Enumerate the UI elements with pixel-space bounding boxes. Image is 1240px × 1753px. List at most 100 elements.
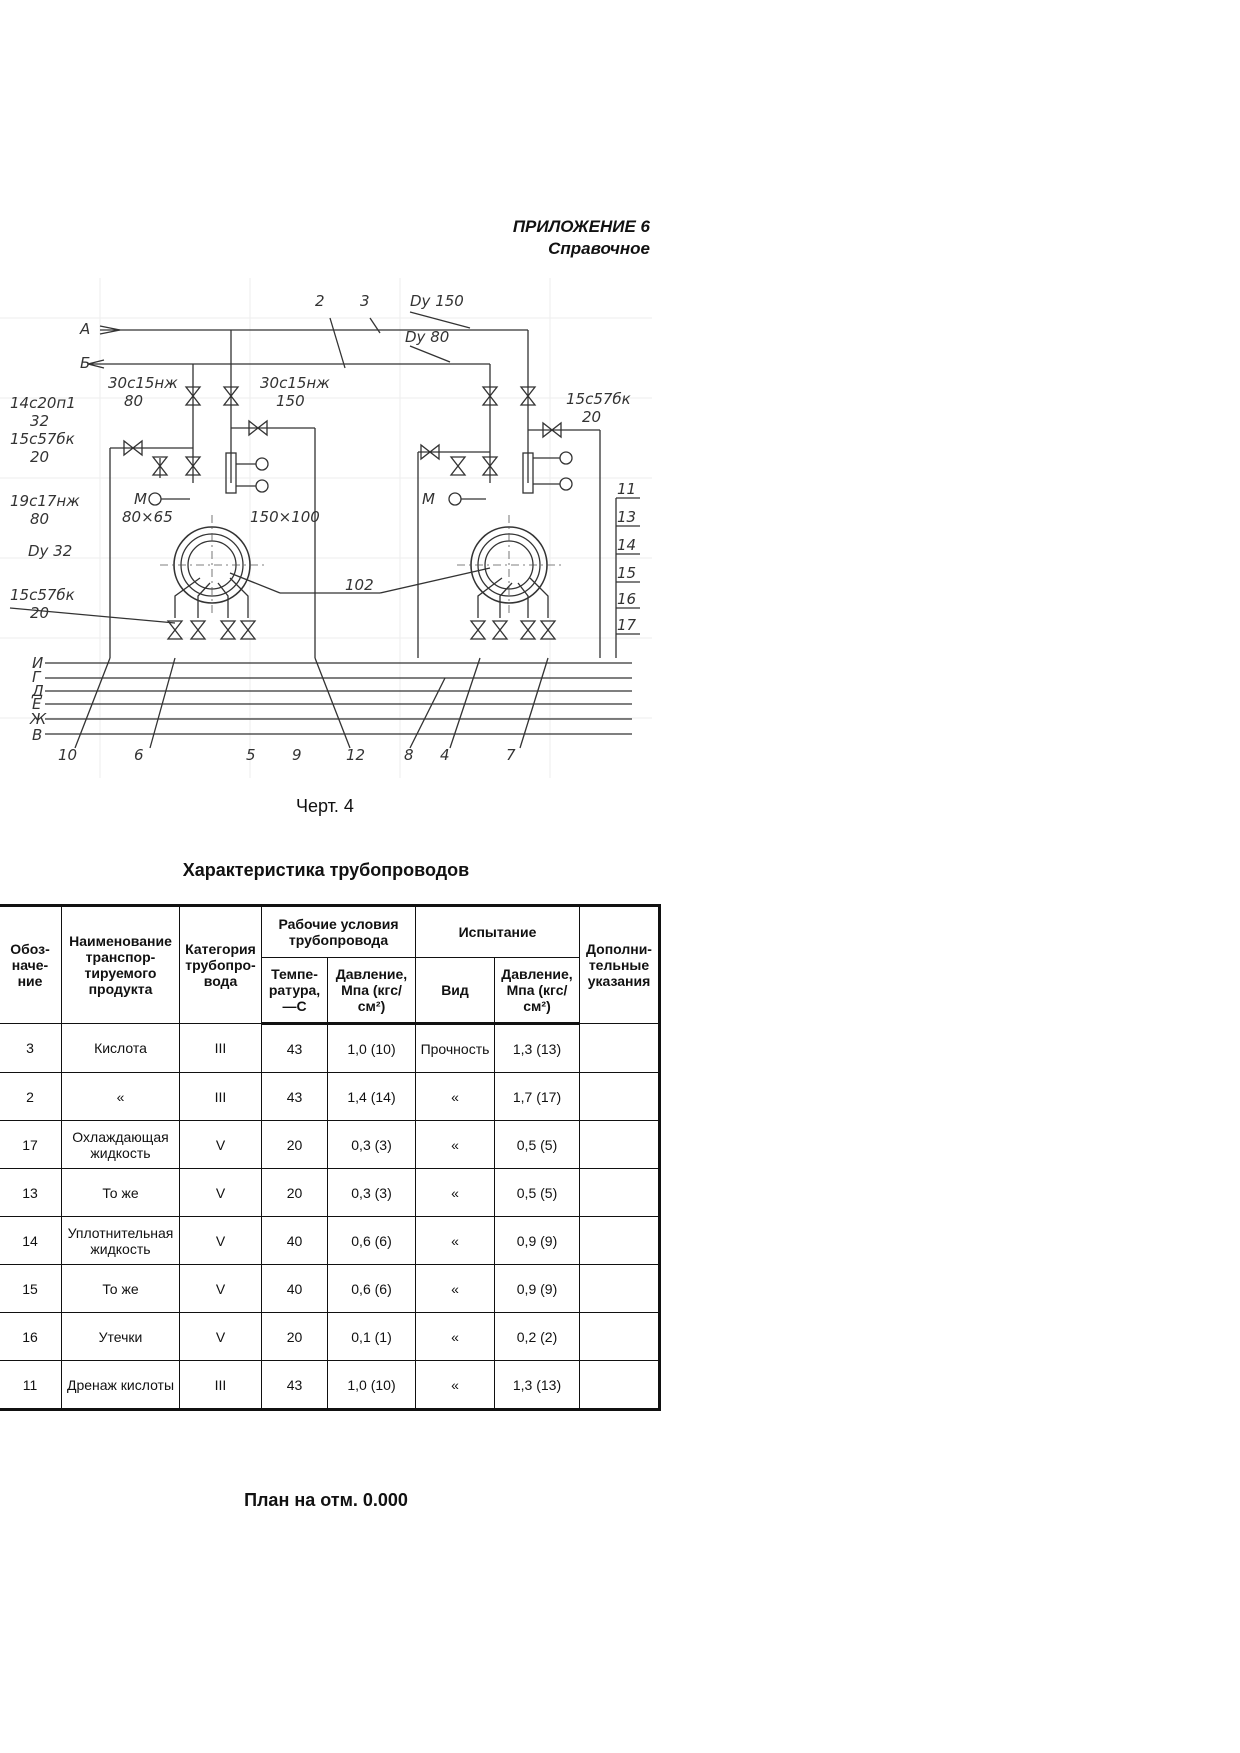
- drawing-label: 20: [582, 408, 601, 426]
- drawing-label: Б: [80, 354, 90, 372]
- drawing-label: 8: [404, 746, 414, 764]
- cell-category: III: [179, 1072, 262, 1121]
- table-row: 17 Охлаждающая жидкость V 20 0,3 (3) « 0…: [0, 1120, 660, 1169]
- cell-test-pressure: 1,3 (13): [494, 1360, 580, 1410]
- drawing-label: 9: [292, 746, 302, 764]
- cell-name: Утечки: [61, 1312, 180, 1361]
- cell-pressure: 1,0 (10): [327, 1023, 416, 1073]
- cell-category: V: [179, 1216, 262, 1265]
- cell-note: [579, 1360, 660, 1410]
- header-kind: Вид: [415, 957, 495, 1025]
- cell-kind: «: [415, 1072, 495, 1121]
- cell-test-pressure: 1,7 (17): [494, 1072, 580, 1121]
- drawing-label: 150×100: [250, 508, 320, 526]
- drawing-label: 4: [440, 746, 450, 764]
- cell-kind: «: [415, 1360, 495, 1410]
- pipeline-drawing: А Б 2 3 Dy 150 Dy 80 30с15нж 80 30с15нж …: [0, 278, 652, 778]
- valve-symbol: [220, 620, 236, 640]
- cell-category: V: [179, 1120, 262, 1169]
- cell-category: III: [179, 1360, 262, 1410]
- table-title: Характеристика трубопроводов: [182, 860, 470, 880]
- cell-kind: «: [415, 1120, 495, 1169]
- cell-temperature: 20: [261, 1120, 328, 1169]
- drawing-label: 20: [30, 448, 49, 466]
- cell-temperature: 20: [261, 1168, 328, 1217]
- header-additional: Дополни-тельные указания: [579, 905, 660, 1024]
- valve-symbol: [540, 620, 556, 640]
- table-row: 14 Уплотнительная жидкость V 40 0,6 (6) …: [0, 1216, 660, 1265]
- appendix-title: ПРИЛОЖЕНИЕ 6: [512, 217, 650, 236]
- drawing-label: 19с17нж: [10, 492, 80, 510]
- drawing-label: 10: [58, 746, 77, 764]
- drawing-label: 17: [617, 616, 637, 634]
- cell-id: 11: [0, 1360, 62, 1410]
- cell-note: [579, 1216, 660, 1265]
- cell-note: [579, 1264, 660, 1313]
- header-designation: Обоз-наче-ние: [0, 905, 62, 1024]
- cell-kind: «: [415, 1264, 495, 1313]
- cell-pressure: 0,3 (3): [327, 1168, 416, 1217]
- cell-temperature: 40: [261, 1216, 328, 1265]
- header-pressure: Давление, Мпа (кгс/см²): [327, 957, 416, 1025]
- table-row: 11 Дренаж кислоты III 43 1,0 (10) « 1,3 …: [0, 1360, 660, 1410]
- table-row: 13 То же V 20 0,3 (3) « 0,5 (5): [0, 1168, 660, 1217]
- drawing-label: 15с57бк: [10, 430, 75, 448]
- cell-pressure: 1,4 (14): [327, 1072, 416, 1121]
- drawing-label: 30с15нж: [108, 374, 178, 392]
- cell-category: V: [179, 1312, 262, 1361]
- cell-kind: «: [415, 1216, 495, 1265]
- drawing-label: 6: [134, 746, 144, 764]
- cell-category: V: [179, 1264, 262, 1313]
- cell-kind: «: [415, 1312, 495, 1361]
- drawing-label: Dy 32: [28, 542, 72, 560]
- drawing-label: 7: [506, 746, 516, 764]
- drawing-label: А: [79, 320, 90, 338]
- cell-test-pressure: 0,2 (2): [494, 1312, 580, 1361]
- header-test: Испытание: [415, 905, 580, 958]
- cell-note: [579, 1312, 660, 1361]
- cell-name: То же: [61, 1168, 180, 1217]
- cell-test-pressure: 0,9 (9): [494, 1216, 580, 1265]
- drawing-label: 150: [276, 392, 305, 410]
- drawing-label: 30с15нж: [260, 374, 330, 392]
- drawing-label: 14с20п1: [10, 394, 76, 412]
- drawing-label: 15с57бк: [566, 390, 631, 408]
- cell-note: [579, 1072, 660, 1121]
- drawing-label: 20: [30, 604, 49, 622]
- drawing-label: Е: [32, 695, 42, 713]
- valve-symbol: [492, 620, 508, 640]
- cell-temperature: 43: [261, 1023, 328, 1073]
- cell-category: V: [179, 1168, 262, 1217]
- drawing-label: 2: [315, 292, 325, 310]
- drawing-label: 5: [246, 746, 256, 764]
- cell-pressure: 1,0 (10): [327, 1360, 416, 1410]
- cell-test-pressure: 1,3 (13): [494, 1023, 580, 1073]
- table-row: 16 Утечки V 20 0,1 (1) « 0,2 (2): [0, 1312, 660, 1361]
- cell-id: 15: [0, 1264, 62, 1313]
- table-row: 3 Кислота III 43 1,0 (10) Прочность 1,3 …: [0, 1023, 660, 1073]
- drawing-label: 16: [617, 590, 636, 608]
- header-category: Категория трубопро-вода: [179, 905, 262, 1024]
- drawing-label: 32: [30, 412, 49, 430]
- drawing-label: 3: [360, 292, 370, 310]
- cell-name: «: [61, 1072, 180, 1121]
- cell-name: То же: [61, 1264, 180, 1313]
- cell-temperature: 40: [261, 1264, 328, 1313]
- pump-symbol: [456, 514, 562, 616]
- appendix-heading: ПРИЛОЖЕНИЕ 6 Справочное: [513, 216, 650, 260]
- cell-name: Уплотнительная жидкость: [61, 1216, 180, 1265]
- cell-pressure: 0,1 (1): [327, 1312, 416, 1361]
- drawing-label: 80×65: [122, 508, 173, 526]
- header-test-pressure: Давление, Мпа (кгс/см²): [494, 957, 580, 1025]
- cell-name: Дренаж кислоты: [61, 1360, 180, 1410]
- cell-test-pressure: 0,9 (9): [494, 1264, 580, 1313]
- drawing-label: И: [32, 654, 43, 672]
- drawing-label: 15с57бк: [10, 586, 75, 604]
- drawing-label: 80: [30, 510, 49, 528]
- valve-symbol: [190, 620, 206, 640]
- cell-note: [579, 1168, 660, 1217]
- cell-id: 13: [0, 1168, 62, 1217]
- valve-symbol: [240, 620, 256, 640]
- cell-temperature: 43: [261, 1360, 328, 1410]
- cell-id: 17: [0, 1120, 62, 1169]
